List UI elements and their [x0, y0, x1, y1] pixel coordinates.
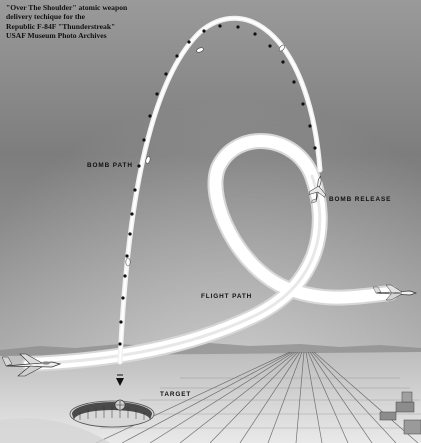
caption-line-1: "Over The Shoulder" atomic weapon [6, 3, 128, 12]
caption-line-3: Republic F-84F "Thunderstreak" [6, 21, 116, 31]
aircraft-approach-left [1, 353, 62, 377]
impact-marker [116, 374, 124, 386]
label-bomb-path: BOMB PATH [87, 162, 133, 169]
buildings [379, 391, 421, 435]
caption-line-2: delivery techique for the [6, 12, 85, 22]
aircraft-release [308, 175, 326, 204]
aircraft-exit-right [372, 284, 418, 301]
bomb-path-markers [118, 24, 317, 346]
flight-path-ribbon [22, 133, 398, 372]
label-flight-path: FLIGHT PATH [201, 293, 253, 300]
caption-line-4: USAF Museum Photo Archives [6, 30, 107, 40]
label-bomb-release: BOMB RELEASE [329, 196, 392, 203]
bomb-path-arc [117, 15, 323, 365]
label-target: TARGET [160, 391, 192, 398]
roundhouse-target [69, 399, 155, 428]
bomb-silhouettes [125, 44, 286, 267]
photo-caption: "Over The Shoulder" atomic weapon delive… [6, 3, 156, 40]
